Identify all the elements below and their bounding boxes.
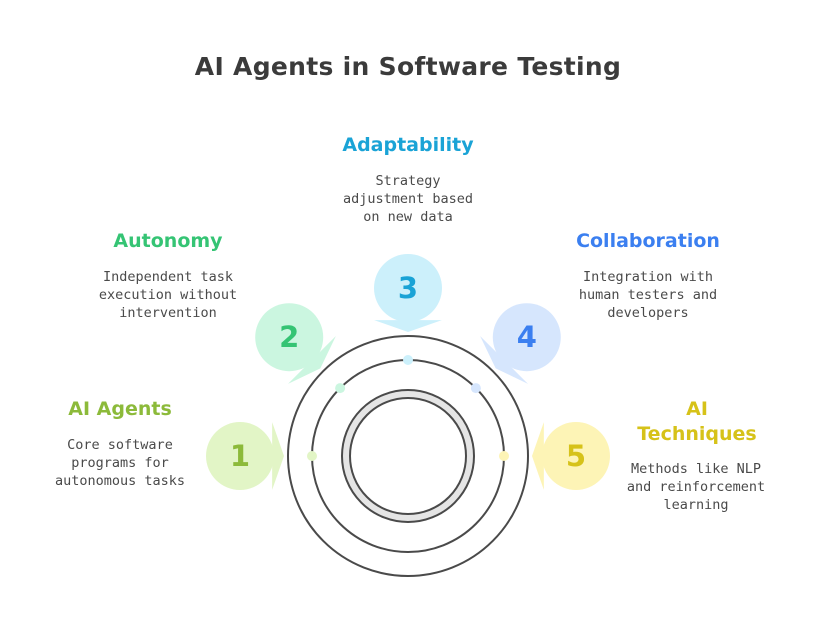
bubble-number: 2 xyxy=(279,320,299,354)
bubble-adaptability: 3 xyxy=(374,254,442,365)
description-ai-agents: Core software programs for autonomous ta… xyxy=(54,437,186,489)
bubble-pointer xyxy=(532,422,544,490)
bubble-pointer xyxy=(287,335,336,384)
bubble-number: 1 xyxy=(230,439,250,473)
ring-marker-dot xyxy=(499,451,509,461)
ring-marker-dot xyxy=(307,451,317,461)
heading-adaptability: Adaptability xyxy=(342,134,474,156)
inner-core xyxy=(349,397,467,515)
bubble-circle xyxy=(206,422,274,490)
ring-marker-dot xyxy=(335,383,346,394)
description-ai-techniques: Methods like NLP and reinforcement learn… xyxy=(626,461,766,513)
bubble-pointer xyxy=(374,320,442,332)
bubble-circle xyxy=(374,254,442,322)
description-autonomy: Independent task execution without inter… xyxy=(98,269,238,321)
bubble-ai-techniques: 5 xyxy=(499,422,610,490)
bubble-pointer xyxy=(480,335,529,384)
heading-collaboration: Collaboration xyxy=(576,230,720,252)
bubble-pointer xyxy=(272,422,284,490)
ring-marker-dot xyxy=(403,355,413,365)
description-adaptability: Strategy adjustment based on new data xyxy=(342,173,474,225)
heading-ai-techniques: AI Techniques xyxy=(637,398,757,445)
bubble-circle xyxy=(255,303,324,372)
heading-ai-agents: AI Agents xyxy=(68,398,172,420)
outer-ring xyxy=(287,335,529,577)
heading-autonomy: Autonomy xyxy=(113,230,223,252)
bubble-number: 4 xyxy=(517,320,537,354)
bubble-ai-agents: 1 xyxy=(206,422,317,490)
description-collaboration: Integration with human testers and devel… xyxy=(578,269,718,321)
bubble-number: 5 xyxy=(566,439,586,473)
ring-marker-dot xyxy=(470,383,481,394)
bubble-number: 3 xyxy=(398,271,418,305)
bubble-circle xyxy=(542,422,610,490)
page-title: AI Agents in Software Testing xyxy=(194,52,622,81)
bubble-collaboration: 4 xyxy=(470,303,561,394)
bubble-autonomy: 2 xyxy=(255,303,346,394)
bubble-circle xyxy=(492,303,561,372)
